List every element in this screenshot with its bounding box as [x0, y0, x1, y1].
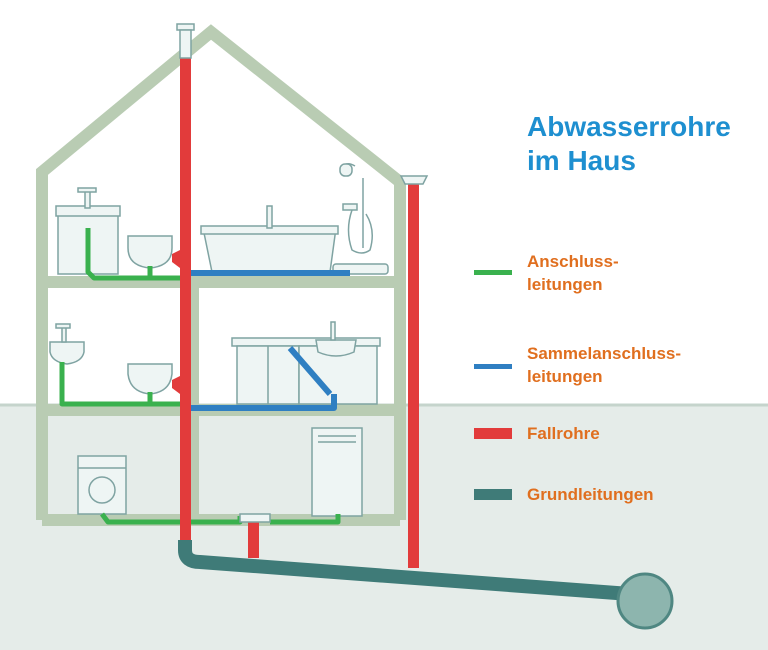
title-line-2: im Haus: [527, 145, 636, 176]
downpipes: [172, 58, 419, 568]
collection-pipes: [190, 270, 350, 411]
toilet-icon: [127, 235, 173, 269]
legend-swatch-blue: [474, 364, 512, 369]
kitchen-counter-icon: [231, 337, 381, 405]
washing-machine-icon: [77, 455, 127, 515]
sewer-main-icon: [616, 572, 674, 630]
legend-swatches: [474, 270, 512, 500]
legend-swatch-red: [474, 428, 512, 439]
shower-icon: [339, 163, 373, 254]
legend-label-grundleitungen: Grundleitungen: [527, 485, 654, 504]
legend-label-sammelanschlussleitungen: Sammelanschluss- leitungen: [527, 344, 682, 386]
floor-drain-icon: [239, 513, 271, 523]
washbasin-icon: [49, 323, 85, 365]
legend-swatch-teal: [474, 489, 512, 500]
ground-pipes: [178, 540, 631, 601]
legend-label-fallrohre: Fallrohre: [527, 424, 600, 443]
diagram-title: Abwasserrohre im Haus: [527, 110, 757, 178]
bathtub-icon: [200, 205, 339, 273]
vent-cap: [176, 23, 429, 185]
boiler-icon: [311, 427, 363, 517]
title-line-1: Abwasserrohre: [527, 111, 731, 142]
legend-swatch-green: [474, 270, 512, 275]
kitchen-sink-icon: [315, 321, 357, 357]
attic-wall-inner: [48, 277, 394, 287]
toilet-icon: [127, 363, 173, 395]
legend-label-anschlussleitungen: Anschluss- leitungen: [527, 252, 619, 294]
